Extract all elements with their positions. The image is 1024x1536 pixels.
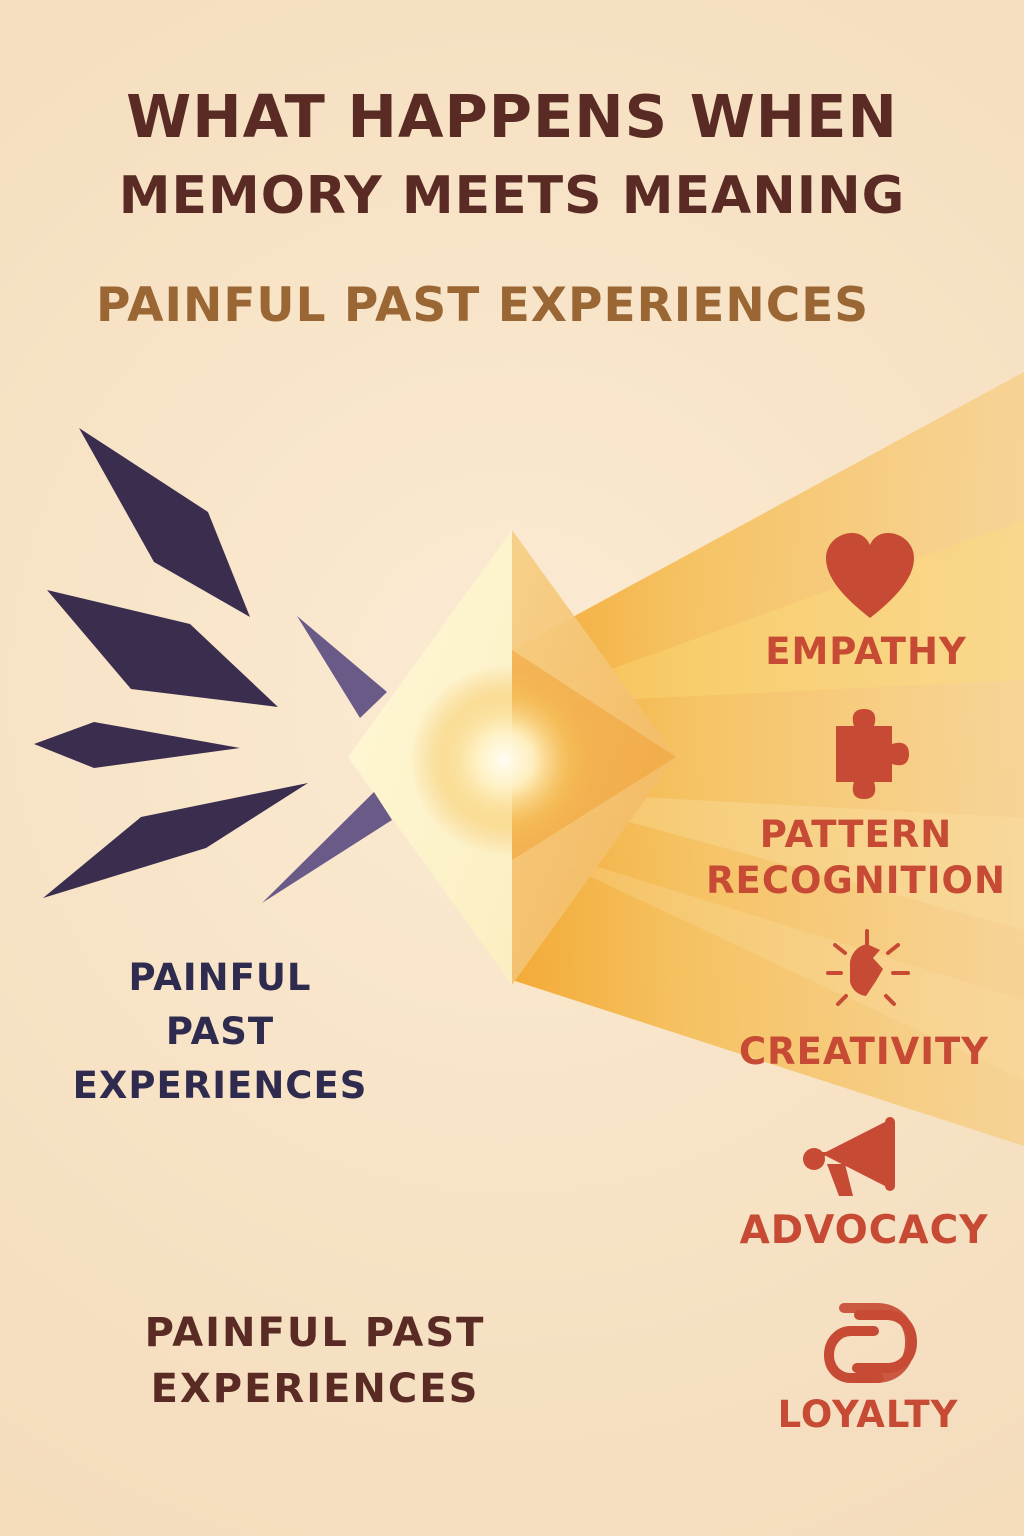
outcome-label-pattern-line-2: RECOGNITION: [706, 859, 1006, 902]
memory-shard: [262, 792, 392, 903]
memory-shard: [43, 783, 308, 898]
subtitle: PAINFUL PAST EXPERIENCES: [96, 278, 870, 333]
outcome-label-pattern-recognition: PATTERN RECOGNITION: [690, 812, 1022, 904]
outcome-label-creativity: CREATIVITY: [738, 1030, 990, 1073]
creative-spark-icon: [826, 929, 910, 1006]
memory-shard: [34, 722, 240, 768]
page-title-line-1: WHAT HAPPENS WHEN: [126, 82, 898, 151]
left-caption: PAINFUL PAST EXPERIENCES: [60, 951, 380, 1113]
outcome-label-pattern-line-1: PATTERN: [759, 813, 953, 856]
bottom-caption-line-1: PAINFUL PAST: [144, 1310, 486, 1356]
memory-shards: [34, 428, 392, 903]
bottom-caption-line-2: EXPERIENCES: [150, 1366, 480, 1412]
page-title-line-2: MEMORY MEETS MEANING: [118, 166, 906, 226]
linked-loop-icon: [823, 1303, 918, 1383]
puzzle-piece-icon: [836, 709, 909, 799]
left-caption-line-3: EXPERIENCES: [72, 1064, 368, 1107]
bottom-caption: PAINFUL PAST EXPERIENCES: [100, 1305, 530, 1417]
outcome-label-empathy: EMPATHY: [765, 630, 967, 673]
outcome-label-loyalty: LOYALTY: [777, 1393, 959, 1436]
heart-icon: [826, 533, 914, 618]
left-caption-line-1: PAINFUL: [128, 956, 312, 999]
left-caption-line-2: PAST: [165, 1010, 275, 1053]
megaphone-icon: [803, 1117, 895, 1196]
memory-shard: [297, 616, 387, 718]
memory-shard: [47, 590, 278, 707]
prism: [348, 530, 676, 985]
outcome-label-advocacy: ADVOCACY: [739, 1208, 989, 1253]
memory-shard: [79, 428, 250, 617]
